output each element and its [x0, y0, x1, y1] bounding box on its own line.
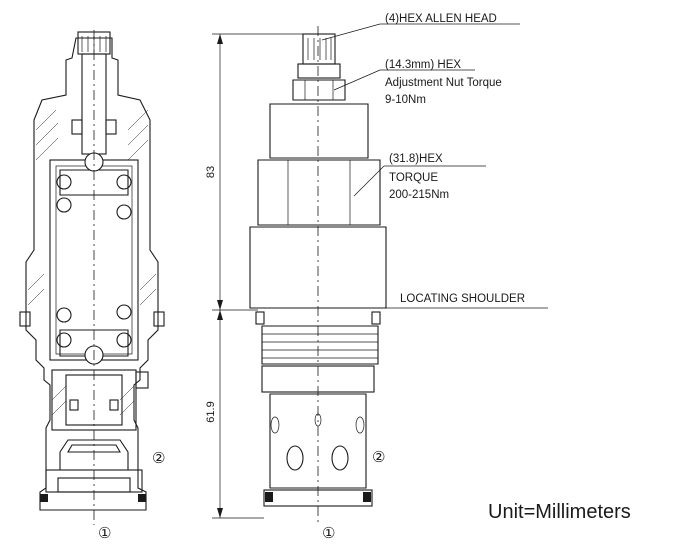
callout-body-hex: (31.8)HEX [389, 153, 443, 165]
section-port-2-marker: ② [152, 450, 165, 467]
callout-hex-allen-head: (4)HEX ALLEN HEAD [385, 13, 497, 25]
callout-body-torque-label: TORQUE [389, 172, 438, 184]
dimension-lines [212, 33, 303, 519]
exterior-port-1-marker: ① [322, 525, 335, 542]
exterior-port-2-marker: ② [372, 449, 385, 466]
section-hatch [27, 109, 157, 416]
dimension-83: 83 [205, 166, 217, 178]
callout-body-torque-value: 200-215Nm [389, 189, 449, 201]
dimension-61-9: 61.9 [205, 401, 217, 422]
callout-adjust-hex: (14.3mm) HEX [385, 59, 461, 71]
units-note: Unit=Millimeters [488, 501, 631, 523]
callout-leaders [321, 23, 548, 309]
section-port-1-marker: ① [98, 525, 111, 542]
exterior-view [249, 26, 387, 524]
callout-locating-shoulder: LOCATING SHOULDER [400, 293, 525, 305]
section-view [19, 30, 165, 525]
callout-adjust-torque-label: Adjustment Nut Torque [385, 77, 502, 89]
callout-adjust-torque-value: 9-10Nm [385, 94, 426, 106]
